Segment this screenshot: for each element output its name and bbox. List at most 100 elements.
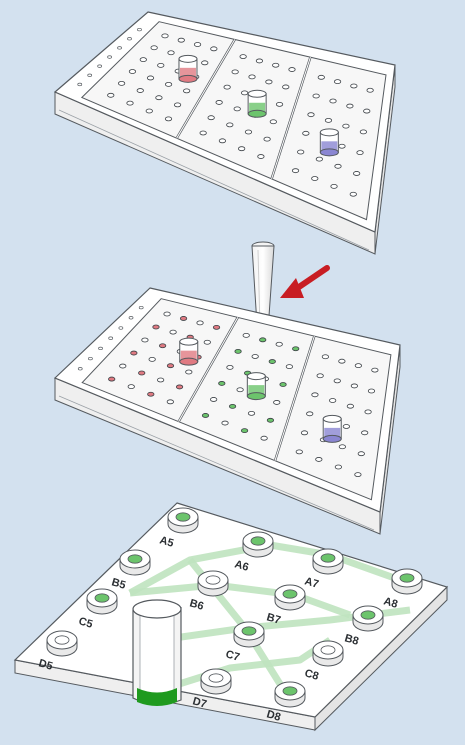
plate-well xyxy=(197,321,203,325)
plate-well xyxy=(361,431,367,435)
green-vial xyxy=(247,373,265,400)
plate-well xyxy=(200,131,206,135)
plate-well xyxy=(164,312,170,316)
plate-peg xyxy=(78,83,82,86)
plate-well xyxy=(238,147,244,151)
plate-well xyxy=(245,130,251,134)
plate-peg xyxy=(137,28,141,31)
plate-well xyxy=(365,410,371,414)
plate-peg xyxy=(119,327,123,330)
plate-well xyxy=(280,383,286,387)
plate-peg xyxy=(128,37,132,40)
plate-well xyxy=(276,342,282,346)
plate-well xyxy=(229,404,235,408)
plate-well xyxy=(316,457,322,461)
plate-well xyxy=(308,113,314,117)
red-vial xyxy=(179,55,197,82)
plate-peg xyxy=(98,65,102,68)
plate-well xyxy=(286,365,292,369)
plate-well xyxy=(131,351,137,355)
plate-well xyxy=(334,80,340,84)
arrow-shaft xyxy=(296,268,327,289)
plate-well xyxy=(260,338,266,342)
plate-well xyxy=(273,63,279,67)
plate-well xyxy=(316,157,322,161)
plate-well xyxy=(219,381,225,385)
plate-well xyxy=(335,164,341,168)
plate-well xyxy=(372,368,378,372)
plate-well xyxy=(292,347,298,351)
plate-well xyxy=(109,377,115,381)
plate-well xyxy=(343,124,349,128)
plate-well xyxy=(322,355,328,359)
plate-well xyxy=(270,120,276,124)
plate-well xyxy=(167,364,173,368)
plate-well xyxy=(303,131,309,135)
plate-well xyxy=(318,75,324,79)
plate-well xyxy=(202,61,208,65)
plate-well xyxy=(351,84,357,88)
plate-well xyxy=(204,340,210,344)
plate-well xyxy=(241,429,247,433)
plate-well xyxy=(325,118,331,122)
plate-well xyxy=(140,58,146,62)
plate-well xyxy=(202,413,208,417)
blue-vial xyxy=(323,415,341,442)
plate-well xyxy=(358,452,364,456)
plate-well xyxy=(178,38,184,42)
plate-well xyxy=(312,177,318,181)
plate-well xyxy=(258,155,264,159)
plate-peg xyxy=(139,306,143,309)
plate-well xyxy=(146,109,152,113)
plate-peg xyxy=(118,47,122,50)
plate-well xyxy=(156,96,162,100)
plate-well xyxy=(153,325,159,329)
plate-well xyxy=(222,421,228,425)
plate-peg xyxy=(108,56,112,59)
plate-well xyxy=(296,450,302,454)
plate-well xyxy=(165,82,171,86)
plate-well xyxy=(227,365,233,369)
plate-well xyxy=(313,94,319,98)
plate-well xyxy=(243,333,249,337)
plate-well xyxy=(360,130,366,134)
plate-well xyxy=(269,360,275,364)
plate-peg xyxy=(78,367,82,370)
plate-peg xyxy=(88,74,92,77)
plate-well xyxy=(147,76,153,80)
plate-well xyxy=(329,398,335,402)
plate-peg xyxy=(88,357,92,360)
plate-well xyxy=(339,359,345,363)
plate-well xyxy=(235,349,241,353)
plate-well xyxy=(237,388,243,392)
plate-well xyxy=(261,436,267,440)
plate-well xyxy=(256,59,262,63)
plate-well xyxy=(317,374,323,378)
plate-well xyxy=(307,412,313,416)
plate-well xyxy=(350,192,356,196)
plate-well xyxy=(127,101,133,105)
plate-well xyxy=(120,364,126,368)
plate-well xyxy=(210,397,216,401)
plate-well xyxy=(165,117,171,121)
plate-well xyxy=(292,169,298,173)
plate-well xyxy=(128,385,134,389)
plate-well xyxy=(142,338,148,342)
plate-well xyxy=(148,392,154,396)
plate-well xyxy=(118,81,124,85)
plate-well xyxy=(240,55,246,59)
plate-well xyxy=(264,137,270,141)
plate-well xyxy=(289,68,295,72)
plate-well xyxy=(343,424,349,428)
plate-peg xyxy=(109,337,113,340)
plate-peg xyxy=(129,317,133,320)
plate-well xyxy=(224,85,230,89)
plate-peg xyxy=(99,347,103,350)
plate-well xyxy=(331,184,337,188)
plate-well xyxy=(339,445,345,449)
plate-well xyxy=(137,89,143,93)
plate-well xyxy=(347,404,353,408)
plate-well xyxy=(301,431,307,435)
